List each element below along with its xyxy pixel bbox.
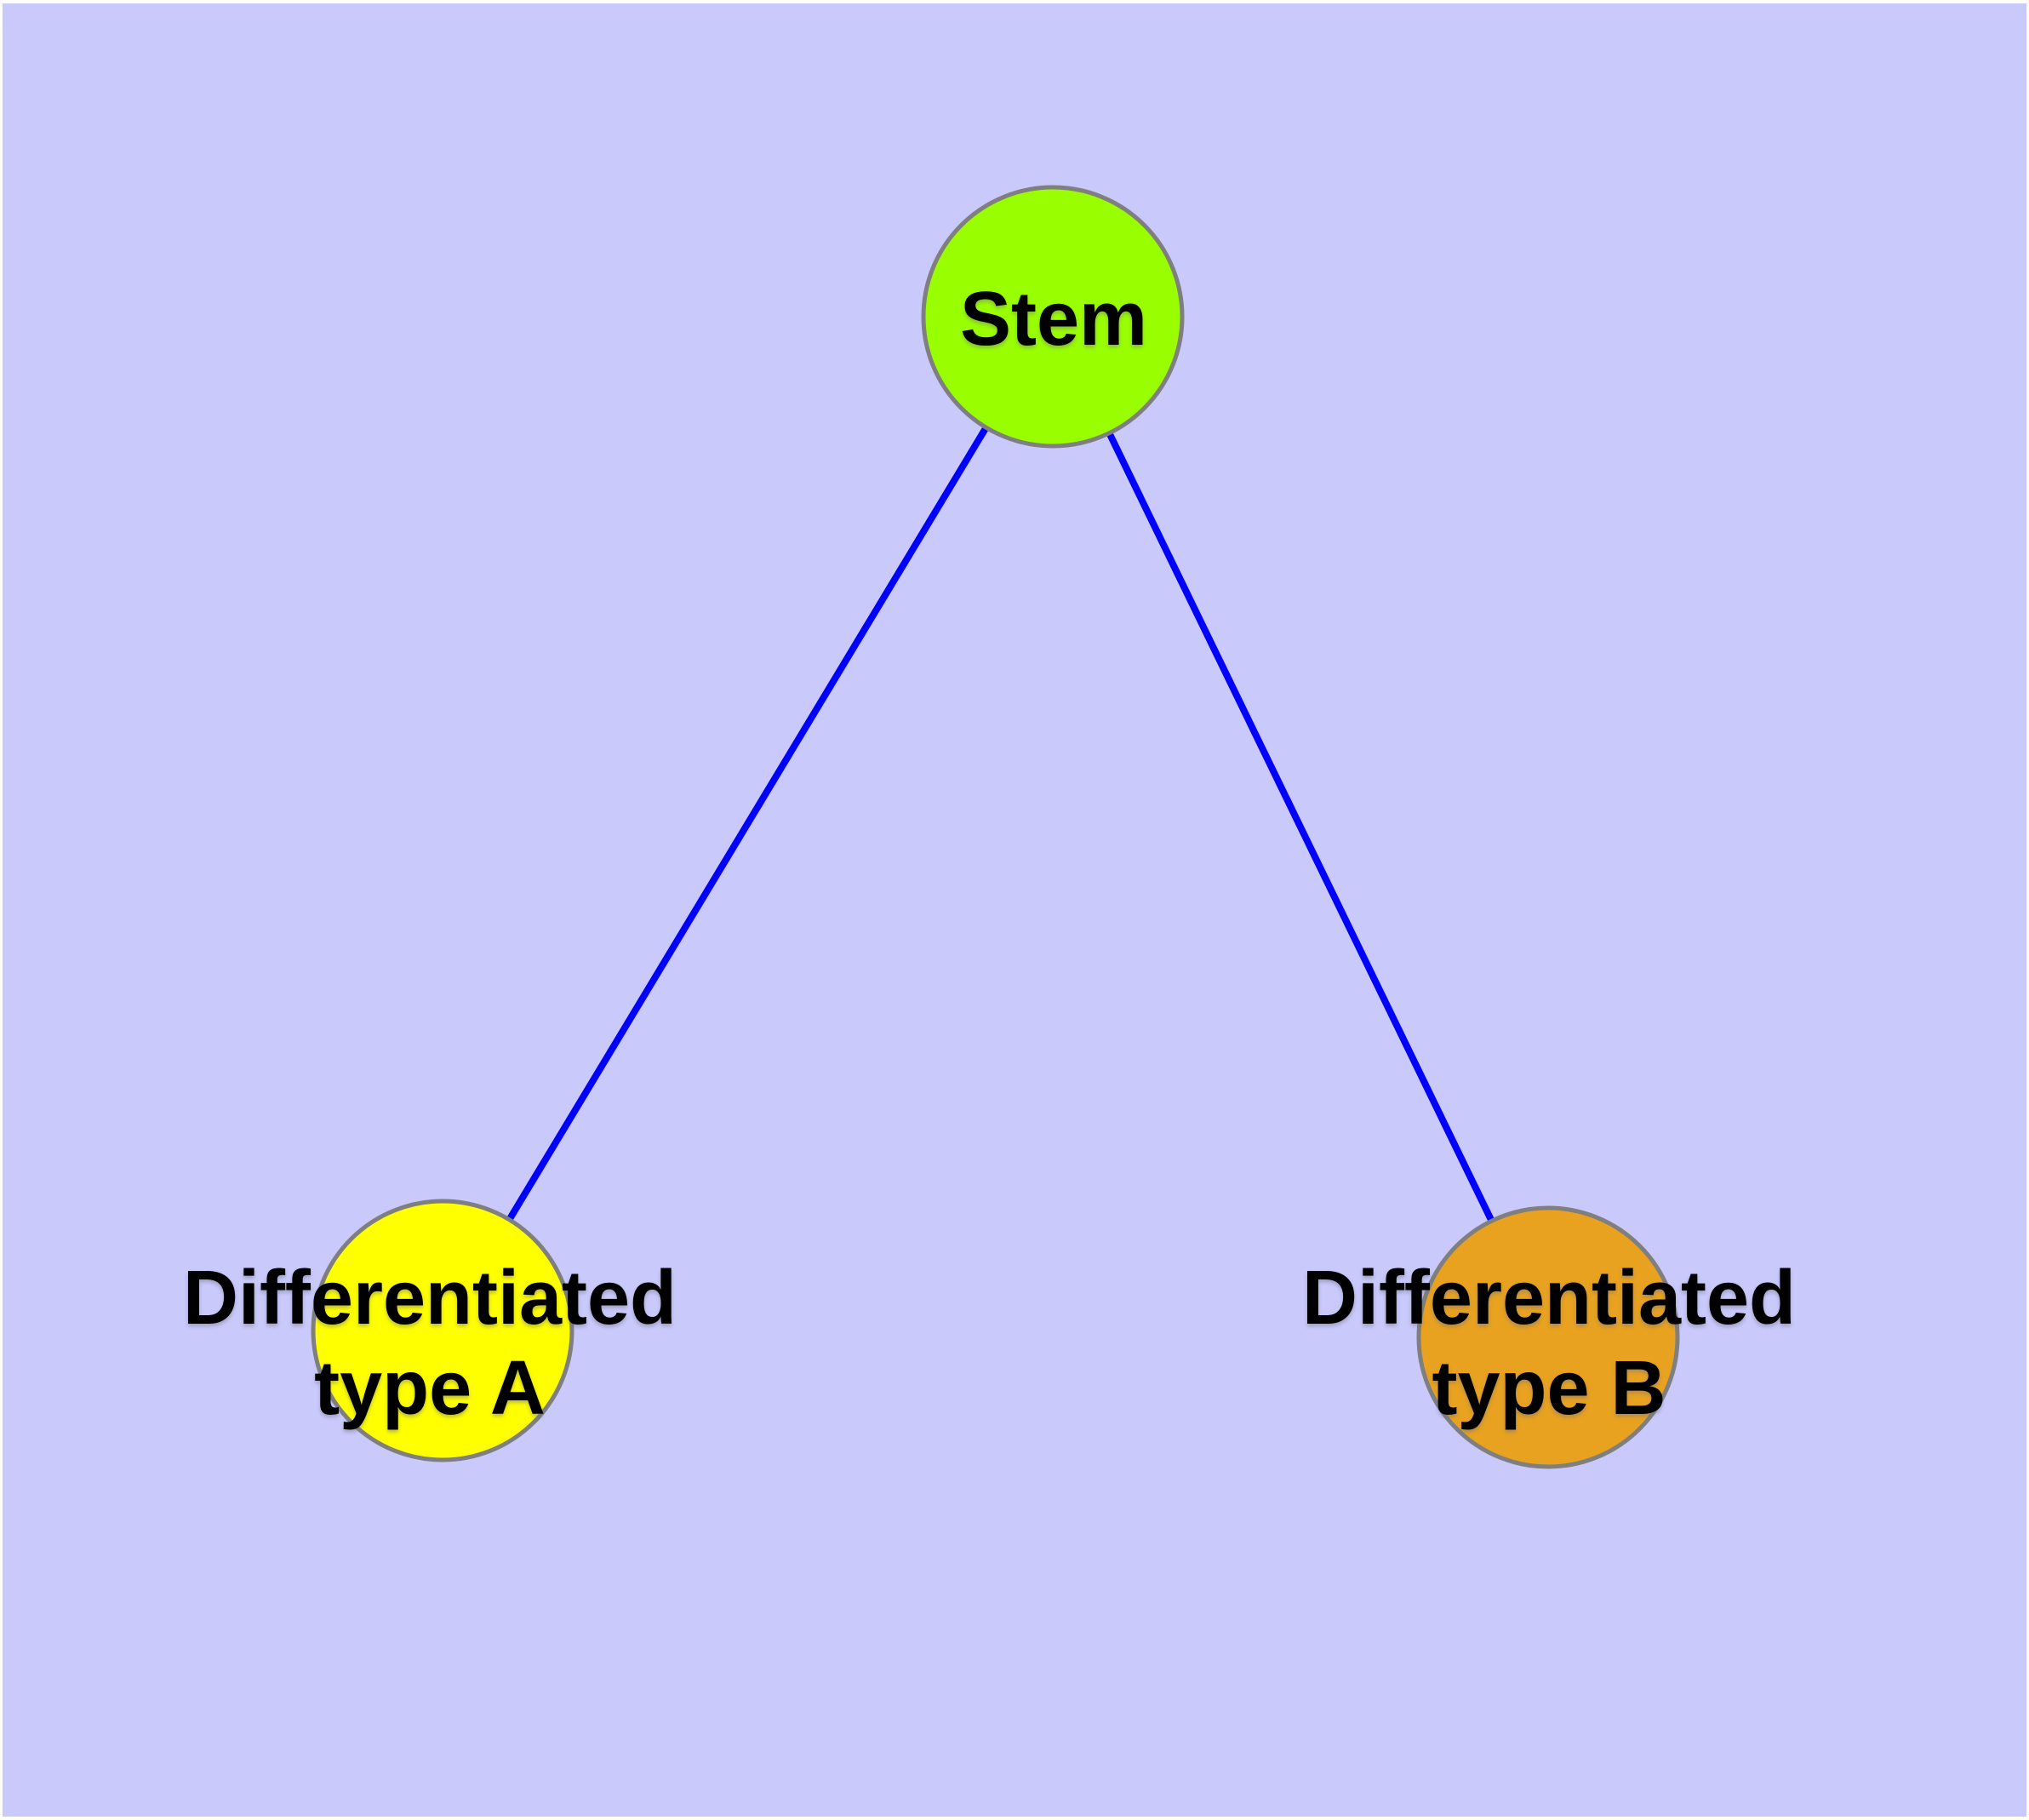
node-type-a-label-line2: type A <box>314 1346 546 1431</box>
edge-stem-to-type-b <box>1049 315 1552 1339</box>
node-type-b-label-line1: Differentiated <box>1302 1256 1796 1341</box>
node-differentiated-type-b[interactable] <box>1416 1205 1680 1469</box>
node-stem-label: Stem <box>960 277 1147 362</box>
node-stem[interactable] <box>921 185 1185 449</box>
node-type-b-label-line2: type B <box>1432 1346 1666 1431</box>
node-differentiated-type-a[interactable] <box>311 1199 574 1462</box>
node-type-a-label-line1: Differentiated <box>183 1256 677 1341</box>
edge-stem-to-type-a <box>439 314 1056 1333</box>
